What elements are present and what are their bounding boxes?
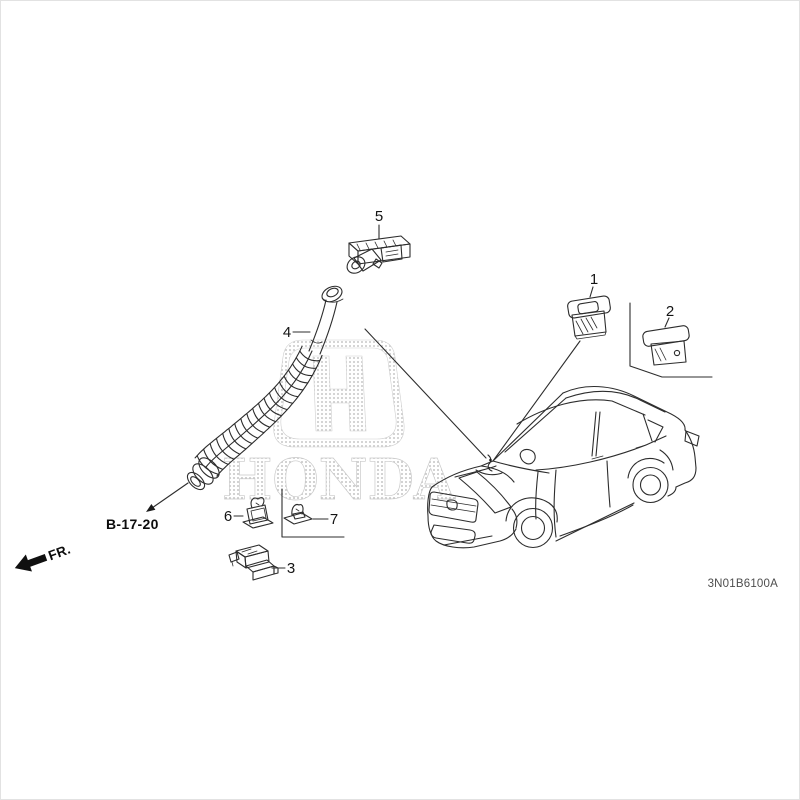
callout-6: 6 [223,508,233,525]
callout-5: 5 [374,208,384,225]
section-reference: B-17-20 [106,516,159,532]
callout-3: 3 [286,560,296,577]
watermark-text: HONDA [222,447,456,513]
part-2-ambient-light-sensor [642,325,690,366]
part-1-sunload-sensor [567,295,611,340]
part-7-clip [283,504,313,525]
fr-arrow-shaft [26,553,48,567]
part-4-drain-hose [186,285,344,491]
part-3-connector [228,544,279,581]
part-6-clip [242,497,274,529]
callout-7: 7 [329,511,339,528]
part-5-sensor-assembly [346,235,411,274]
callout-4: 4 [282,324,292,341]
callout-1: 1 [589,271,599,288]
leader-lines [146,224,713,569]
diagram-code: 3N01B6100A [707,578,778,590]
callout-2: 2 [665,303,675,320]
car-illustration [427,385,700,549]
honda-logo-watermark-icon [273,339,405,448]
